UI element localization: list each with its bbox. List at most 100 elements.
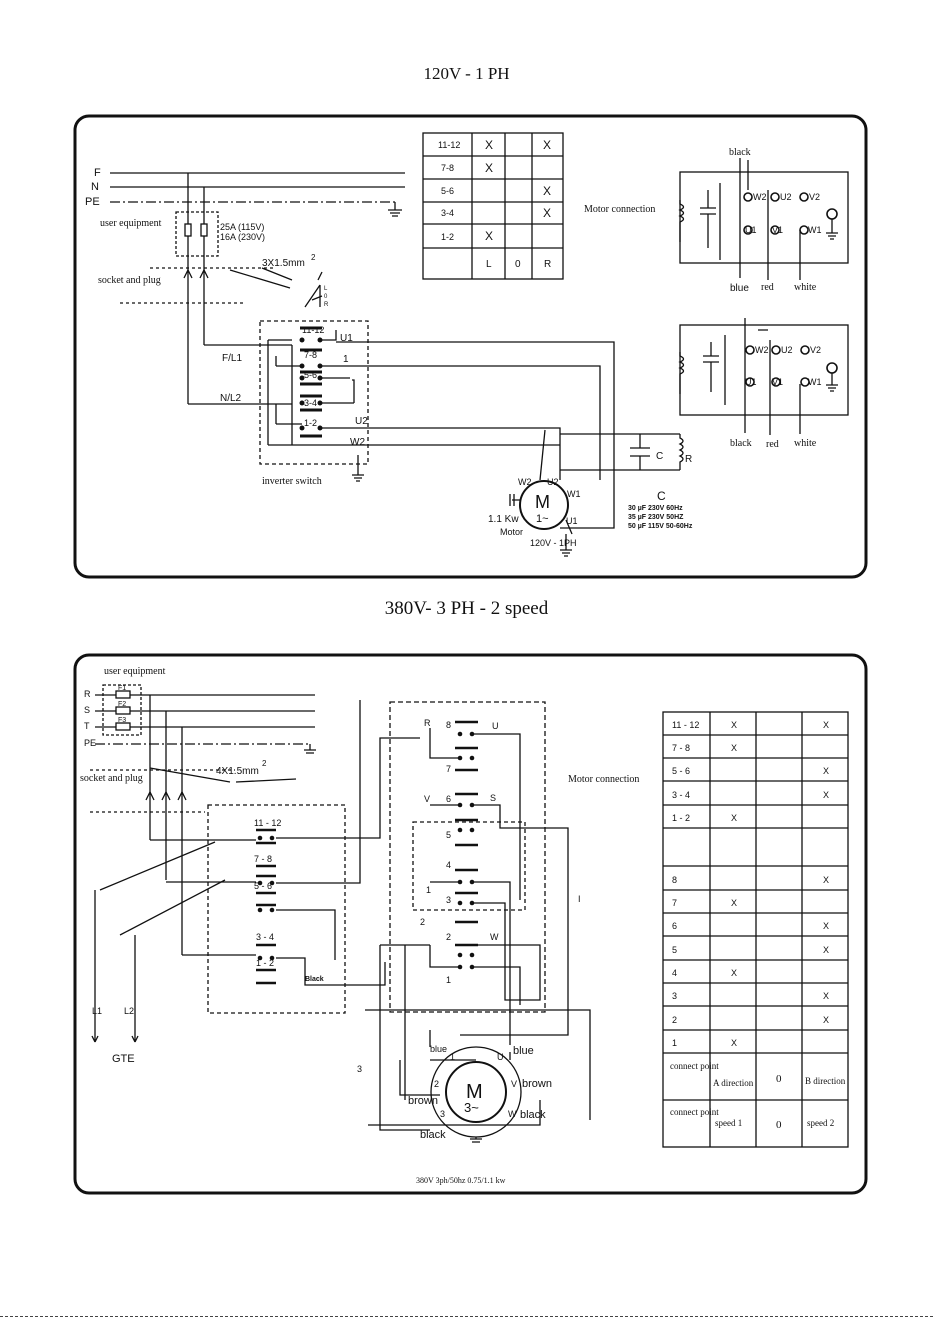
d1-inverter-switch: inverter switch	[262, 476, 322, 487]
d2-caption: 380V 3ph/50hz 0.75/1.1 kw	[416, 1176, 506, 1185]
d2-motor-letter: M	[466, 1081, 483, 1103]
diagram-1-title: 120V - 1 PH	[423, 64, 510, 83]
d1-contact-1-2: 1-2	[304, 418, 317, 428]
d2-zero-2: 0	[776, 1119, 782, 1131]
d2-table-cell: X	[731, 720, 737, 730]
d1-tb-W1: W1	[808, 225, 822, 235]
d2-sel-label: 2	[446, 932, 451, 942]
d1-motor-W2: W2	[518, 477, 532, 487]
d1-motor-letter: M	[535, 492, 550, 512]
d1-table-cell: X	[543, 184, 551, 198]
d2-motor-tV: V	[511, 1079, 517, 1089]
d1-tb-V2: V2	[809, 192, 820, 202]
d1-fuse-rating-2: 16A (230V)	[220, 232, 265, 242]
d1-fl1: F/L1	[222, 353, 242, 364]
d1-tb2-W1: W1	[808, 377, 822, 387]
d1-tb2-W2: W2	[755, 345, 769, 355]
d1-cap-spec: 30 µF 230V 60Hz	[628, 505, 683, 512]
d1-term-U2: U2	[355, 416, 368, 427]
d2-connect-point-2: connect point	[670, 1107, 719, 1117]
d2-table-cell: X	[823, 1015, 829, 1025]
d1-motor-phase: 1~	[536, 513, 549, 525]
d1-contact-7-8: 7-8	[304, 350, 317, 360]
d1-table-footer-L: L	[486, 259, 492, 270]
d1-cable-sup: 2	[311, 253, 316, 262]
d2-sel-label: 4	[446, 860, 451, 870]
d1-table-cell: X	[485, 161, 493, 175]
d2-fuse-F3: F3	[118, 717, 126, 724]
d1-table-cell: X	[543, 206, 551, 220]
d2-motor-tW: W	[508, 1109, 517, 1119]
d2-sel-label: R	[424, 718, 431, 728]
d1-tb-U1: U1	[745, 225, 757, 235]
d1-tb2-U1: U1	[745, 377, 757, 387]
d1-wire-red: red	[761, 282, 774, 293]
d2-black-label: Black	[305, 976, 324, 983]
d1-motor-W1: W1	[567, 489, 581, 499]
d2-table-cell: X	[731, 813, 737, 823]
d2-zero: 0	[776, 1073, 782, 1085]
d1-motor-caption: Motor	[500, 527, 523, 537]
d1-table-row-label: 1-2	[441, 232, 454, 242]
d1-table-row-label: 3-4	[441, 208, 454, 218]
d1-cap-spec: 50 µF 115V 50-60Hz	[628, 523, 693, 530]
d2-motor-phase: 3~	[464, 1100, 479, 1115]
d2-contact: 3 - 4	[256, 932, 274, 942]
d2-color-brown-l: brown	[408, 1095, 438, 1107]
d2-line-PE: PE	[84, 738, 96, 748]
d1-cap-label: C	[656, 451, 663, 462]
d1-contact-11-12: 11-12	[302, 325, 324, 335]
d2-table-cell: X	[823, 720, 829, 730]
d2-line-R: R	[84, 689, 91, 699]
d2-motor-t1: 1	[450, 1052, 455, 1062]
d1-tb-V1: V1	[772, 225, 783, 235]
d1-term-U1: U1	[340, 333, 353, 344]
d1-res-label: R	[685, 454, 692, 465]
d2-table-row-label: 5	[672, 945, 677, 955]
d1-sym-L: L	[324, 286, 328, 292]
d2-table-row-label: 7	[672, 898, 677, 908]
d2-table-cell: X	[823, 766, 829, 776]
d1-table-cell: X	[485, 138, 493, 152]
d2-motor-tU: U	[497, 1052, 504, 1062]
d1-wire-white: white	[794, 282, 817, 293]
d2-contact: 1 - 2	[256, 958, 274, 968]
d2-contact: 7 - 8	[254, 854, 272, 864]
d2-line-S: S	[84, 705, 90, 715]
d2-table-cell: X	[823, 790, 829, 800]
d2-table-cell: X	[823, 991, 829, 1001]
d1-motor-voltage: 120V - 1PH	[530, 538, 577, 548]
d2-sel-label: 2	[420, 917, 425, 927]
diagram-2-title: 380V- 3 PH - 2 speed	[384, 598, 549, 619]
d2-a-direction: A direction	[713, 1078, 754, 1088]
d2-sel-label: 6	[446, 794, 451, 804]
d2-table-cell: X	[731, 743, 737, 753]
d2-table-cell: X	[731, 898, 737, 908]
d2-table-row-label: 1 - 2	[672, 813, 690, 823]
d2-table-cell: X	[823, 875, 829, 885]
d1-wire2-white: white	[794, 438, 817, 449]
d2-sel-label: 7	[446, 764, 451, 774]
d2-speed1: speed 1	[715, 1118, 742, 1128]
d1-wire-blue: blue	[730, 283, 749, 294]
d1-sym-0: 0	[324, 294, 328, 300]
d1-term-1: 1	[343, 354, 349, 365]
d1-fuse-rating-1: 25A (115V)	[220, 222, 264, 232]
d1-term-W2: W2	[350, 437, 365, 448]
d2-L1: L1	[92, 1006, 102, 1016]
d1-line-PE: PE	[85, 196, 100, 208]
d1-motor-U2: U2	[547, 477, 559, 487]
d1-wire-black: black	[729, 147, 751, 158]
d2-cable-sup: 2	[262, 759, 267, 768]
d2-table-cell: X	[731, 1038, 737, 1048]
d1-line-N: N	[91, 181, 99, 193]
diagram-2	[73, 653, 868, 1195]
d1-contact-5-6: 5-6	[304, 370, 317, 380]
d2-sel-label: 1	[426, 885, 431, 895]
page-bottom-rule	[0, 1316, 933, 1317]
d1-tb-W2: W2	[753, 192, 767, 202]
d2-table-row-label: 5 - 6	[672, 766, 690, 776]
d2-sel-label: S	[490, 793, 496, 803]
d2-line-T: T	[84, 721, 90, 731]
